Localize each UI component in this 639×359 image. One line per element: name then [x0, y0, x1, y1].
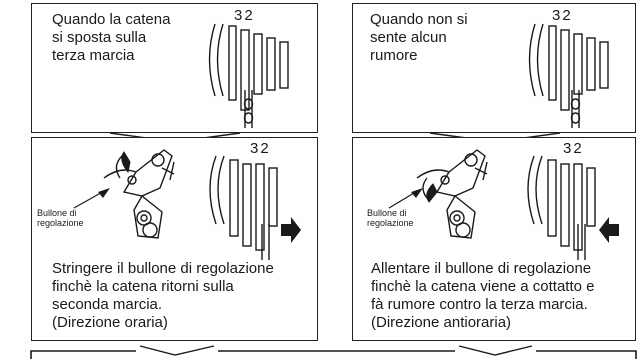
panel-top-left-text: Quando la catena si sposta sulla terza m… — [52, 11, 171, 64]
cassette-chain-diagram — [208, 23, 289, 128]
gear-numbers: 32 — [234, 7, 255, 24]
panel-mid-right-text: Allentare il bullone di regolazione finc… — [371, 260, 595, 331]
gear-numbers: 32 — [552, 7, 573, 24]
panel-mid-left-text: Stringere il bullone di regolazione finc… — [52, 260, 274, 331]
panel-mid-left: 32 Bullone di regolazione Stringere il b… — [31, 137, 318, 341]
panel-mid-right: 32 Bullone di regolazione Allentare il b… — [352, 137, 636, 341]
gear-numbers: 32 — [250, 140, 271, 157]
adjustment-bolt-label: Bullone di regolazione — [37, 208, 84, 228]
next-panel-edge — [30, 345, 637, 359]
panel-top-right-text: Quando non si sente alcun rumore — [370, 11, 468, 64]
derailleur-diagram — [73, 149, 301, 260]
panel-top-left: Quando la catena si sposta sulla terza m… — [31, 3, 318, 133]
gear-numbers: 32 — [563, 140, 584, 157]
cassette-chain-diagram — [528, 23, 609, 128]
panel-top-right: Quando non si sente alcun rumore 32 — [352, 3, 636, 133]
adjustment-bolt-label: Bullone di regolazione — [367, 208, 414, 228]
derailleur-diagram — [388, 149, 619, 260]
